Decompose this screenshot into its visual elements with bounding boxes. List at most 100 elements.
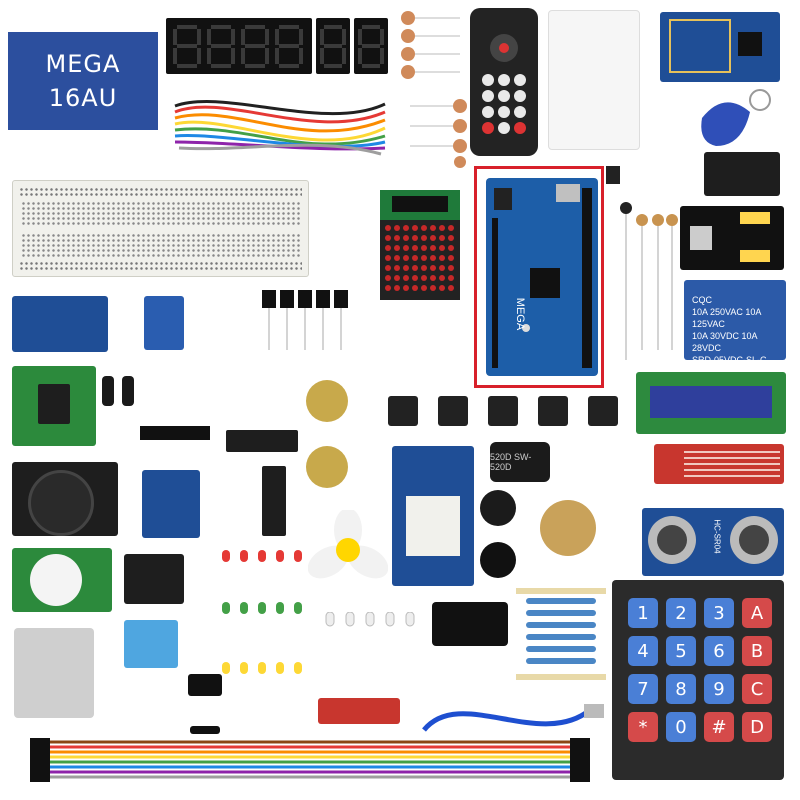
rfid-antenna-icon [669,19,762,73]
pir-motion-sensor [12,548,112,612]
segment-digit-icon [358,25,384,68]
keypad-key: 4 [628,636,658,666]
driver-ic [38,384,70,424]
rfid-module [660,12,780,82]
keyfob-icon [701,89,771,146]
resistor-icon [516,588,606,680]
rotary-encoder-module [124,554,184,604]
jumper-wire-bundle [165,92,395,162]
ribbon-cable-icon [30,738,590,782]
breadboard-power-rail-top [19,187,302,197]
keypad-key: 6 [704,636,734,666]
push-button-1 [388,396,418,426]
keypad-key: 5 [666,636,696,666]
segment-digit-icon [320,25,346,68]
prototype-shield [392,446,474,586]
ir-remote-control [470,8,538,156]
keypad-key: A [742,598,772,628]
segment-digits-icon [173,25,303,68]
battery-snap-connector [188,674,222,696]
dc-barrel-plug [190,726,220,734]
badge-line-2: 16AU [48,84,118,112]
keypad-key: * [628,712,658,742]
keypad-key: 1 [628,598,658,628]
keypad-key: D [742,712,772,742]
mega-board-icon [492,184,592,368]
keypad-key: 7 [628,674,658,704]
relay-module: CQC 10A 250VAC 10A 125VAC 10A 30VDC 10A … [684,280,786,365]
usb-cable-icon [422,704,604,732]
push-button-3 [488,396,518,426]
water-level-sensor [654,444,784,484]
led-set [220,550,306,690]
mega-16au-badge: MEGA 16AU [8,32,158,130]
clear-led-icon [325,611,415,627]
rfid-card [548,10,640,150]
led-icon [222,550,302,674]
buzzer-active [480,542,516,578]
resistor-strips [516,588,606,680]
sound-sensor-module [704,152,780,196]
lcd-screen [650,386,772,418]
ceramic-capacitor-icon [401,11,467,168]
seven-segment-display-1digit-b [354,18,388,74]
solderless-breadboard [12,180,309,277]
buzzer-passive [480,490,516,526]
ic-chip-vertical [262,466,286,536]
jumper-wires-icon [174,100,386,156]
clear-leds [324,611,424,652]
stepper-driver-board [12,366,96,446]
keypad-key: 3 [704,598,734,628]
pir-dome [30,554,82,606]
led-matrix-icon [380,190,460,300]
joystick-knob [28,470,94,536]
badge-line-1: MEGA [45,50,121,78]
sensors-leads [606,160,684,360]
tilt-switch-label: 520D SW-520D [490,452,532,472]
seven-segment-display-4digit [166,18,312,74]
servo-motor [144,296,184,350]
electrolytic-capacitor-2 [122,376,134,406]
breadboard-holes-upper [21,201,300,227]
keypad-key: # [704,712,734,742]
microphone-sensor-module [318,698,400,724]
rfid-keyfob [694,88,774,152]
dupont-ribbon-cable [30,736,590,784]
joystick-module [12,462,118,536]
dht11-sensor [124,620,178,668]
relay-rating-line-2: 10A 30VDC 10A 28VDC [692,331,758,353]
ultrasonic-sensor: HC-SR04 [642,508,784,576]
propeller-icon [307,508,389,579]
breadboard-power-rail-bottom [19,261,302,271]
ultrasonic-transducers-icon [648,516,778,564]
rtc-clock-module [12,296,108,352]
lcd-1602-module [636,372,786,434]
fan-propeller [307,508,389,590]
arduino-mega-board: MEGA [486,178,598,376]
keypad-key: 0 [666,712,696,742]
photoresistor-icon [606,166,678,360]
stepper-motor [540,500,596,556]
ic-chip-dip16 [226,430,298,452]
keypad-key: 9 [704,674,734,704]
keypad-key: C [742,674,772,704]
remote-buttons-icon [482,34,526,134]
seven-segment-display-1digit-a [316,18,350,74]
keypad-key: 2 [666,598,696,628]
push-button-5 [588,396,618,426]
potentiometer-2 [306,446,348,488]
mega-board-highlight-frame [474,166,604,388]
mini-breadboard [406,496,460,556]
electrolytic-capacitor-1 [102,376,114,406]
water-sensor-traces-icon [684,451,780,477]
power-adapter [432,602,508,646]
relay-brand: CQC [692,295,712,305]
transistors [262,290,354,350]
tilt-switch-sensor: 520D SW-520D [490,442,550,482]
led-dot-matrix-module [380,190,460,300]
accelerometer-module [142,470,200,538]
breadboard-holes-lower [21,233,300,259]
keypad-key: B [742,636,772,666]
relay-rating-line-1: 10A 250VAC 10A 125VAC [692,307,761,329]
